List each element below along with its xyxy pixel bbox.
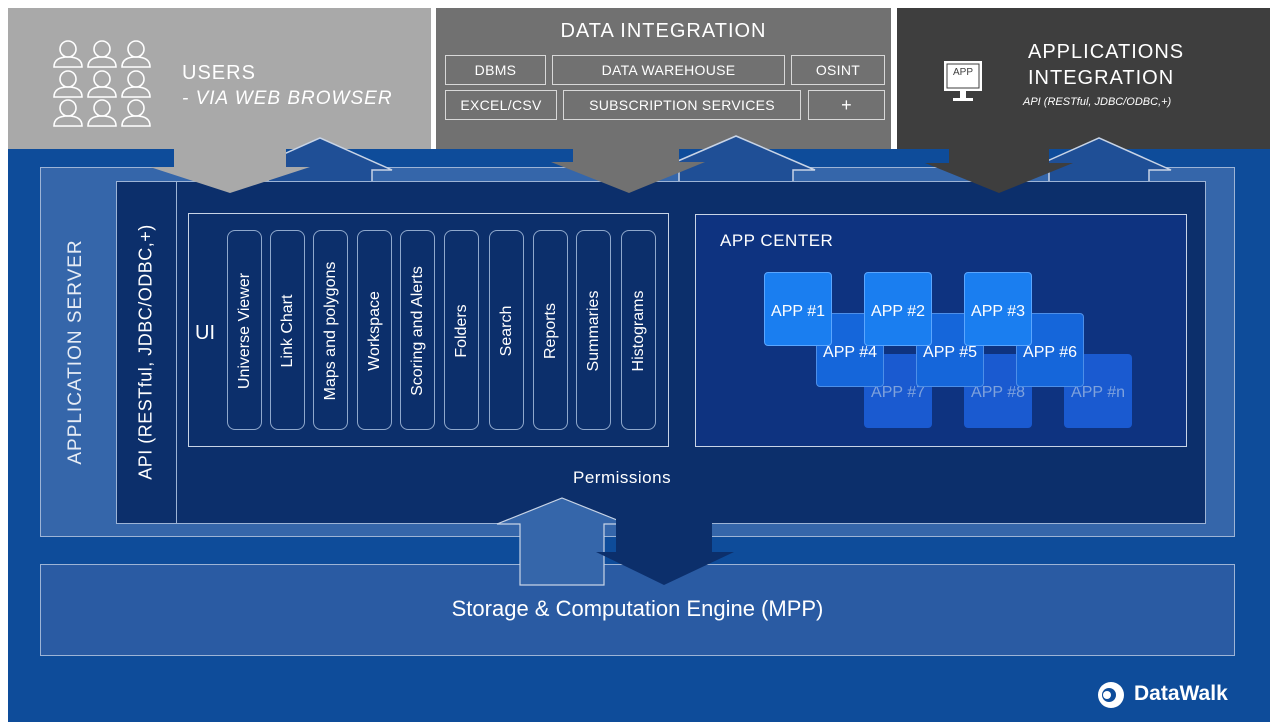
users-title: USERS [182, 62, 256, 84]
arrow-down-from-applications [925, 148, 1073, 193]
source-more: + [808, 90, 885, 120]
source-excel-csv: EXCEL/CSV [445, 90, 557, 120]
ui-module-workspace: Workspace [357, 230, 392, 430]
brand-name: DataWalk [1134, 682, 1228, 705]
monitor-icon [944, 61, 982, 101]
applications-integration-panel: APP APPLICATIONS INTEGRATION API (RESTfu… [897, 8, 1270, 149]
storage-engine-box [40, 564, 1235, 656]
storage-label: Storage & Computation Engine (MPP) [451, 596, 824, 621]
applications-subtitle: API (RESTful, JDBC/ODBC,+) [1023, 96, 1172, 108]
source-subscription-services: SUBSCRIPTION SERVICES [563, 90, 801, 120]
source-osint: OSINT [791, 55, 885, 85]
ui-module-link-chart: Link Chart [270, 230, 305, 430]
ui-label: UI [195, 322, 215, 344]
source-dbms: DBMS [445, 55, 546, 85]
ui-module-search: Search [489, 230, 524, 430]
users-subtitle: - VIA WEB BROWSER [182, 88, 393, 109]
api-divider [176, 181, 177, 524]
data-integration-panel: DATA INTEGRATION DBMS DATA WAREHOUSE OSI… [436, 8, 891, 149]
users-panel: USERS - VIA WEB BROWSER [8, 8, 431, 149]
permissions-label: Permissions [573, 468, 672, 487]
source-data-warehouse: DATA WAREHOUSE [552, 55, 785, 85]
ui-module-maps-and-polygons: Maps and polygons [313, 230, 348, 430]
monitor-label: APP [952, 67, 973, 78]
ui-module-summaries: Summaries [576, 230, 611, 430]
applications-title-line2: INTEGRATION [1028, 67, 1175, 89]
datawalk-logo-icon [1098, 682, 1124, 708]
data-integration-title: DATA INTEGRATION [560, 20, 767, 42]
app-center-title: APP CENTER [720, 231, 834, 250]
arrow-down-from-data-integration [551, 148, 705, 193]
app-tile-3: APP #3 [964, 272, 1032, 346]
app-tile-1: APP #1 [764, 272, 832, 346]
users-icon [53, 40, 151, 127]
arrow-down-from-users [150, 148, 310, 193]
ui-module-scoring-and-alerts: Scoring and Alerts [400, 230, 435, 430]
ui-module-reports: Reports [533, 230, 568, 430]
ui-module-universe-viewer: Universe Viewer [227, 230, 262, 430]
app-tile-2: APP #2 [864, 272, 932, 346]
arrow-up-from-storage [496, 497, 628, 586]
ui-module-histograms: Histograms [621, 230, 656, 430]
arrow-down-to-storage [596, 506, 734, 585]
ui-box [188, 213, 669, 447]
applications-title-line1: APPLICATIONS [1028, 41, 1185, 63]
ui-module-folders: Folders [444, 230, 479, 430]
